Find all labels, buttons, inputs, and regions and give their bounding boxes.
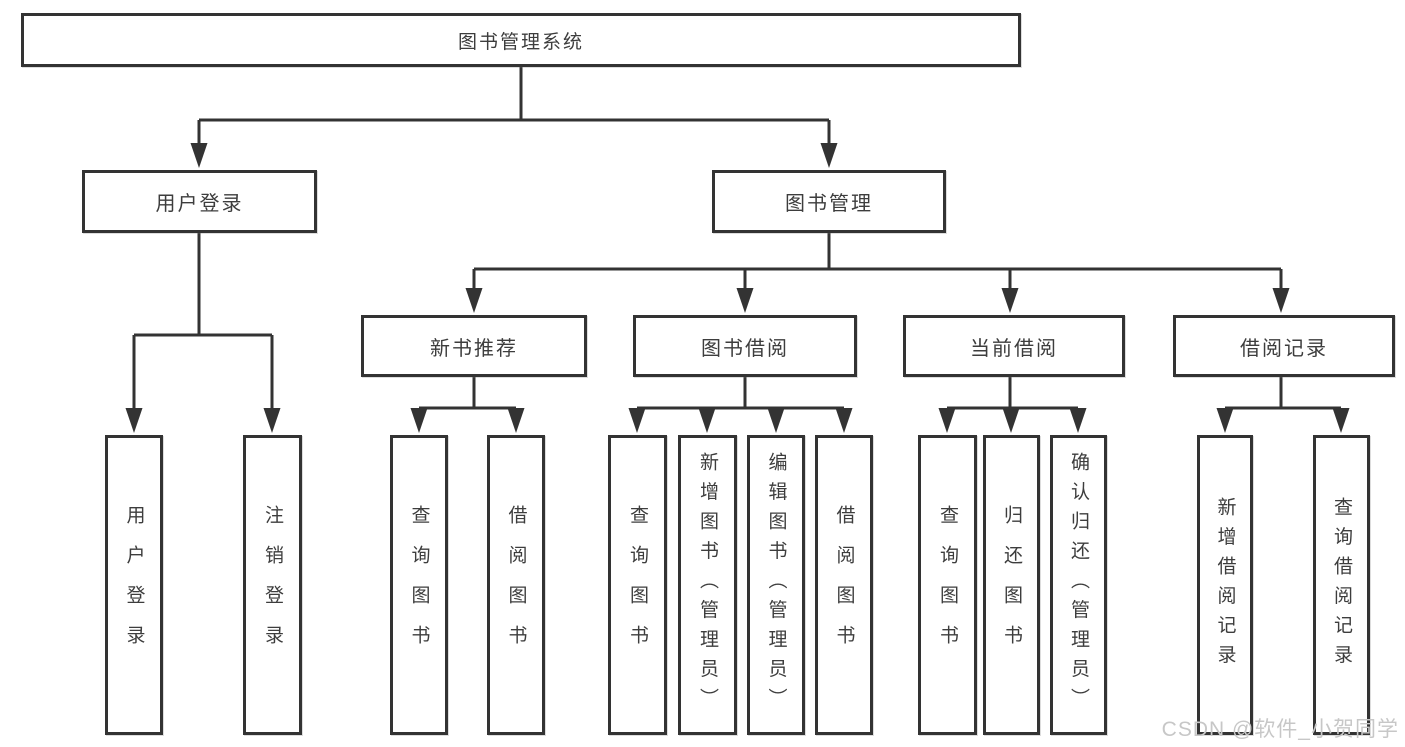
leaf-query-books-recommend: 查询图书 xyxy=(390,435,448,735)
arrow-down-icon xyxy=(1002,408,1020,433)
leaf-return-book: 归还图书 xyxy=(983,435,1040,735)
tree-edges xyxy=(132,67,1343,416)
arrow-down-icon xyxy=(410,408,428,433)
node-label: 借阅图书 xyxy=(505,505,527,665)
arrow-down-icon xyxy=(1332,408,1350,433)
arrow-down-icon xyxy=(507,408,525,433)
node-library-system: 图书管理系统 xyxy=(21,13,1021,67)
node-label: 图书借阅 xyxy=(701,337,789,360)
leaf-query-borrow-record: 查询借阅记录 xyxy=(1313,435,1370,735)
node-label: 查询借阅记录 xyxy=(1331,496,1352,674)
leaf-query-books-borrowing: 查询图书 xyxy=(608,435,667,735)
leaf-confirm-return-admin: 确认归还（管理员） xyxy=(1050,435,1107,735)
arrow-down-icon xyxy=(1216,408,1234,433)
leaf-borrow-books-recommend: 借阅图书 xyxy=(487,435,545,735)
leaf-add-book-admin: 新增图书（管理员） xyxy=(678,435,737,735)
node-borrowing-records: 借阅记录 xyxy=(1173,315,1395,377)
node-book-management: 图书管理 xyxy=(712,170,946,233)
leaf-logout-login: 注销登录 xyxy=(243,435,302,735)
node-label: 借阅记录 xyxy=(1240,337,1328,360)
node-label: 新增图书（管理员） xyxy=(697,452,718,718)
arrow-down-icon xyxy=(190,143,208,168)
node-label: 用户登录 xyxy=(123,505,145,665)
arrow-down-icon xyxy=(698,408,716,433)
leaf-edit-book-admin: 编辑图书（管理员） xyxy=(747,435,805,735)
arrow-down-icons xyxy=(125,143,1350,433)
node-new-book-recommend: 新书推荐 xyxy=(361,315,587,377)
node-label: 新增借阅记录 xyxy=(1214,496,1236,674)
arrow-down-icon xyxy=(1069,408,1087,433)
node-label: 归还图书 xyxy=(1001,505,1022,665)
node-label: 查询图书 xyxy=(408,505,430,665)
node-label: 注销登录 xyxy=(262,505,283,665)
arrow-down-icon xyxy=(125,408,143,433)
node-label: 用户登录 xyxy=(155,193,244,215)
node-label: 新书推荐 xyxy=(430,337,518,360)
node-label: 编辑图书（管理员） xyxy=(765,452,787,718)
node-label: 查询图书 xyxy=(627,505,648,665)
leaf-user-login: 用户登录 xyxy=(105,435,163,735)
arrow-down-icon xyxy=(938,408,956,433)
leaf-borrow-books-borrowing: 借阅图书 xyxy=(815,435,873,735)
arrow-down-icon xyxy=(835,408,853,433)
arrow-down-icon xyxy=(1001,288,1019,313)
arrow-down-icon xyxy=(767,408,785,433)
node-label: 确认归还（管理员） xyxy=(1068,452,1089,718)
csdn-watermark: CSDN @软件_小贺同学 xyxy=(1161,718,1399,741)
arrow-down-icon xyxy=(465,288,483,313)
arrow-down-icon xyxy=(736,288,754,313)
node-label: 图书管理 xyxy=(785,193,873,215)
node-label: 当前借阅 xyxy=(970,337,1058,360)
node-user-login: 用户登录 xyxy=(82,170,317,233)
leaf-query-books-current: 查询图书 xyxy=(918,435,977,735)
arrow-down-icon xyxy=(820,143,838,168)
arrow-down-icon xyxy=(1272,288,1290,313)
node-label: 图书管理系统 xyxy=(457,31,584,53)
arrow-down-icon xyxy=(628,408,646,433)
leaf-add-borrow-record: 新增借阅记录 xyxy=(1197,435,1253,735)
node-current-borrowing: 当前借阅 xyxy=(903,315,1125,377)
node-book-borrowing: 图书借阅 xyxy=(633,315,857,377)
node-label: 借阅图书 xyxy=(833,505,855,665)
node-label: 查询图书 xyxy=(937,505,958,665)
arrow-down-icon xyxy=(263,408,281,433)
